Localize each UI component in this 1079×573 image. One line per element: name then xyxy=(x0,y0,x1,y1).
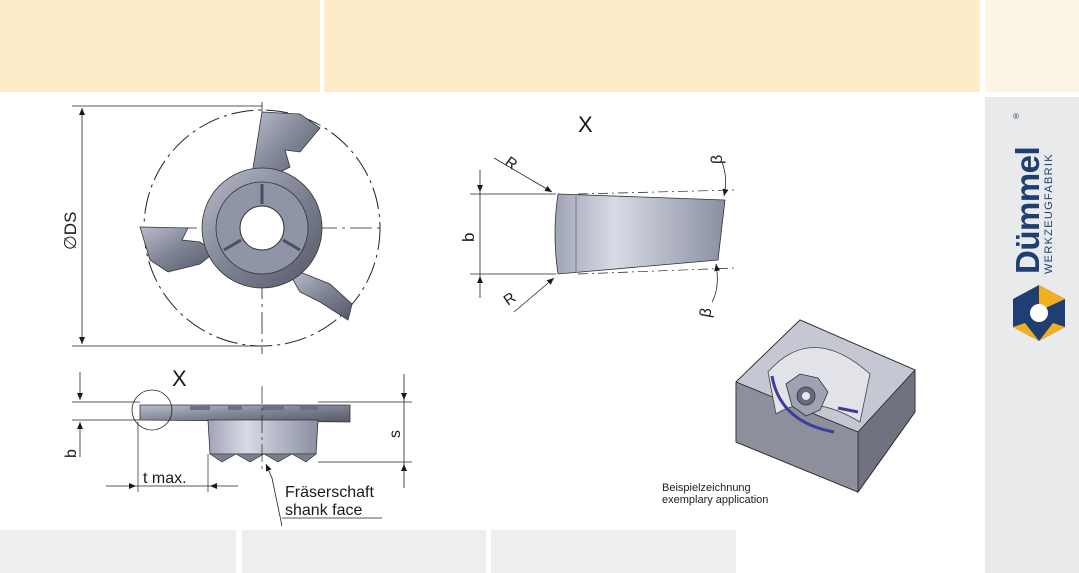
beta-bottom-label: β xyxy=(697,307,715,319)
s-label: s xyxy=(387,430,404,438)
shank-label-de: Fräserschaft xyxy=(285,484,374,501)
brand-name: Dümmel xyxy=(1009,146,1046,274)
t-max-label: t max. xyxy=(143,470,187,487)
header-cell-2 xyxy=(324,0,980,92)
brand-subtitle: WERKZEUGFABRIK xyxy=(1043,153,1055,274)
technical-drawing: ∅DS X b R R β β X xyxy=(0,92,985,530)
shank-label-en: shank face xyxy=(285,502,362,519)
footer-cell-3 xyxy=(491,530,736,573)
caption-line-en: exemplary application xyxy=(662,494,769,506)
r-bottom-label: R xyxy=(501,289,520,309)
brand-logo-icon xyxy=(1013,285,1065,341)
b-side-label: b xyxy=(63,449,80,458)
caption-line-de: Beispielzeichnung xyxy=(662,482,751,494)
beta-top-label: β xyxy=(709,155,726,164)
example-application-illustration xyxy=(735,319,916,494)
b-detail-label: b xyxy=(459,233,478,242)
drawing-canvas: ∅DS X b R R β β X xyxy=(61,102,916,527)
header-cell-1 xyxy=(0,0,320,92)
detail-view-title: X xyxy=(578,112,593,137)
footer-cell-1 xyxy=(0,530,236,573)
front-view: ∅DS xyxy=(61,102,385,354)
r-top-label: R xyxy=(502,153,521,173)
application-caption: Beispielzeichnung exemplary application xyxy=(662,482,768,506)
header-cell-3 xyxy=(985,0,1079,92)
side-view-title: X xyxy=(172,366,187,391)
detail-view: X b R R β β xyxy=(459,112,736,319)
ds-label: ∅DS xyxy=(61,212,80,250)
side-view: X b s t max. Fräserschaft shan xyxy=(63,366,412,527)
brand-wordmark: ® Dümmel WERKZEUGFABRIK xyxy=(1005,108,1065,348)
footer-cell-2 xyxy=(242,530,486,573)
registered-mark: ® xyxy=(1013,112,1019,121)
